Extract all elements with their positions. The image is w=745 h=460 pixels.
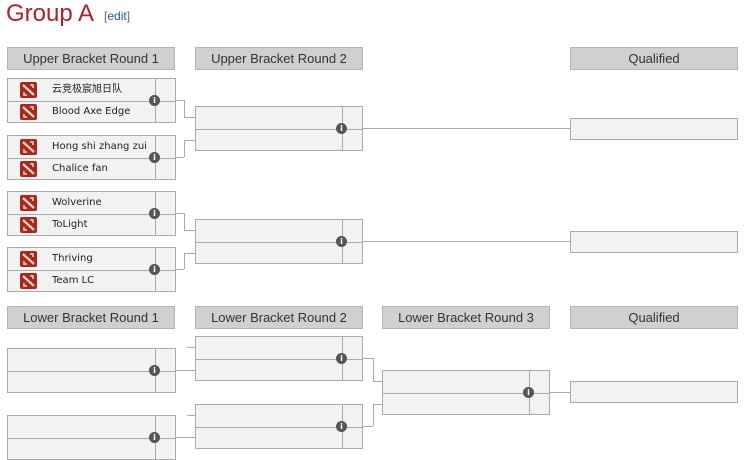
match-team-row[interactable]: Hong shi zhang zui	[8, 136, 155, 158]
qualified-slot-upper-1	[570, 118, 738, 140]
team-name: ToLight	[52, 219, 88, 230]
dota2-logo-icon	[20, 82, 37, 98]
edit-link[interactable]: edit	[107, 9, 127, 23]
info-icon[interactable]: i	[149, 152, 160, 163]
match-team-row[interactable]: Chalice fan	[8, 158, 155, 180]
match-lower-r1-2[interactable]: i	[7, 415, 176, 460]
match-upper-r1-2: Hong shi zhang zui Chalice fan i	[7, 135, 176, 180]
header-upper-round-2: Upper Bracket Round 2	[195, 47, 363, 70]
match-upper-r2-1[interactable]: i	[195, 106, 363, 151]
info-icon[interactable]: i	[149, 432, 160, 443]
info-icon[interactable]: i	[336, 123, 347, 134]
info-icon[interactable]: i	[149, 208, 160, 219]
team-name: Chalice fan	[52, 163, 108, 174]
header-upper-qualified: Qualified	[570, 47, 738, 70]
info-icon[interactable]: i	[149, 95, 160, 106]
dota2-logo-icon	[20, 251, 37, 267]
team-name: Hong shi zhang zui	[52, 141, 147, 152]
team-name: Thriving	[52, 253, 93, 264]
match-team-row[interactable]: ToLight	[8, 214, 155, 236]
header-lower-round-3: Lower Bracket Round 3	[382, 306, 550, 329]
team-name: Wolverine	[52, 197, 102, 208]
match-team-row[interactable]: Team LC	[8, 270, 155, 292]
match-team-row[interactable]: Thriving	[8, 248, 155, 270]
header-lower-qualified: Qualified	[570, 306, 738, 329]
info-icon[interactable]: i	[149, 264, 160, 275]
dota2-logo-icon	[20, 273, 37, 289]
info-icon[interactable]: i	[523, 387, 534, 398]
dota2-logo-icon	[20, 161, 37, 177]
dota2-logo-icon	[20, 104, 37, 120]
info-icon[interactable]: i	[336, 236, 347, 247]
info-icon[interactable]: i	[336, 421, 347, 432]
match-upper-r1-1: 云竞极宸旭日队 Blood Axe Edge i	[7, 78, 176, 123]
match-team-row[interactable]: 云竞极宸旭日队	[8, 79, 155, 101]
match-lower-r2-2[interactable]: i	[195, 404, 363, 449]
match-upper-r1-4: Thriving Team LC i	[7, 247, 176, 292]
info-icon[interactable]: i	[149, 365, 160, 376]
dota2-logo-icon	[20, 139, 37, 155]
match-lower-r2-1[interactable]: i	[195, 336, 363, 381]
qualified-slot-upper-2	[570, 231, 738, 253]
group-title: Group A	[6, 0, 95, 27]
team-name: 云竞极宸旭日队	[52, 84, 122, 95]
match-upper-r1-3: Wolverine ToLight i	[7, 191, 176, 236]
match-lower-r3-1[interactable]: i	[382, 370, 550, 415]
header-lower-round-2: Lower Bracket Round 2	[195, 306, 363, 329]
match-team-row[interactable]: Wolverine	[8, 192, 155, 214]
info-icon[interactable]: i	[336, 353, 347, 364]
match-lower-r1-1[interactable]: i	[7, 348, 176, 393]
dota2-logo-icon	[20, 217, 37, 233]
team-name: Team LC	[52, 275, 95, 286]
qualified-slot-lower	[570, 381, 738, 403]
header-upper-round-1: Upper Bracket Round 1	[7, 47, 175, 70]
dota2-logo-icon	[20, 195, 37, 211]
edit-link-wrapper: [edit]	[104, 9, 131, 23]
match-team-row[interactable]: Blood Axe Edge	[8, 101, 155, 123]
header-lower-round-1: Lower Bracket Round 1	[7, 306, 175, 329]
team-name: Blood Axe Edge	[52, 106, 131, 117]
match-upper-r2-2[interactable]: i	[195, 219, 363, 264]
